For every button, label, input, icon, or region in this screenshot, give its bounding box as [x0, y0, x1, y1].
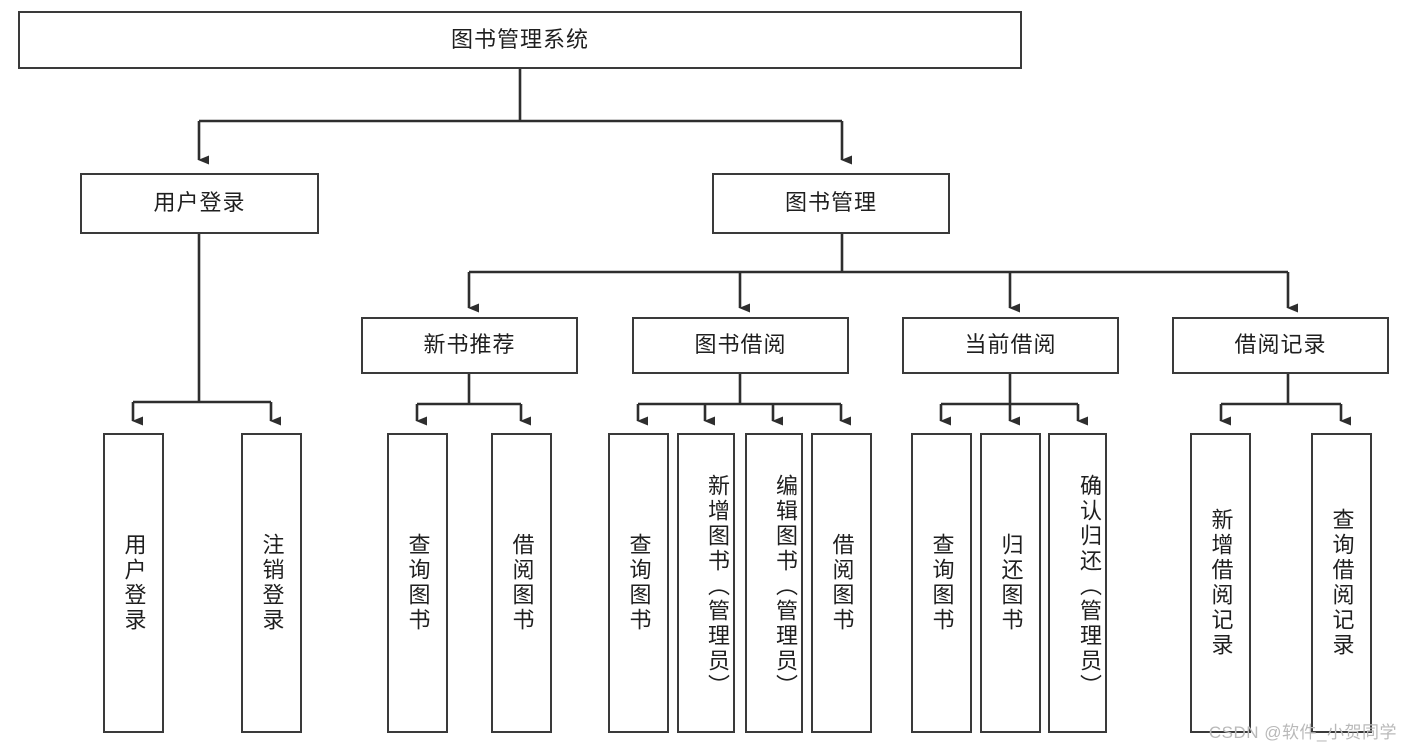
leaf-add-book-admin[interactable]: 新增图书（管理员）	[677, 433, 735, 733]
node-book-borrow[interactable]: 图书借阅	[632, 317, 849, 374]
leaf-query-book-borrow[interactable]: 查询图书	[608, 433, 669, 733]
leaf-query-book-new[interactable]: 查询图书	[387, 433, 448, 733]
leaf-query-borrow-record[interactable]: 查询借阅记录	[1311, 433, 1372, 733]
leaf-query-book-current[interactable]: 查询图书	[911, 433, 972, 733]
node-new-book-recommend[interactable]: 新书推荐	[361, 317, 578, 374]
leaf-edit-book-admin[interactable]: 编辑图书（管理员）	[745, 433, 803, 733]
leaf-return-book[interactable]: 归还图书	[980, 433, 1041, 733]
leaf-add-borrow-record[interactable]: 新增借阅记录	[1190, 433, 1251, 733]
leaf-borrow-book[interactable]: 借阅图书	[811, 433, 872, 733]
leaf-user-login[interactable]: 用户登录	[103, 433, 164, 733]
node-book-management[interactable]: 图书管理	[712, 173, 950, 234]
leaf-borrow-book-new[interactable]: 借阅图书	[491, 433, 552, 733]
node-current-borrow[interactable]: 当前借阅	[902, 317, 1119, 374]
node-user-login[interactable]: 用户登录	[80, 173, 319, 234]
csdn-watermark: CSDN @软件_小贺同学	[1208, 723, 1397, 742]
leaf-confirm-return-admin[interactable]: 确认归还（管理员）	[1048, 433, 1107, 733]
node-borrow-record[interactable]: 借阅记录	[1172, 317, 1389, 374]
leaf-logout[interactable]: 注销登录	[241, 433, 302, 733]
node-root-system[interactable]: 图书管理系统	[18, 11, 1022, 69]
